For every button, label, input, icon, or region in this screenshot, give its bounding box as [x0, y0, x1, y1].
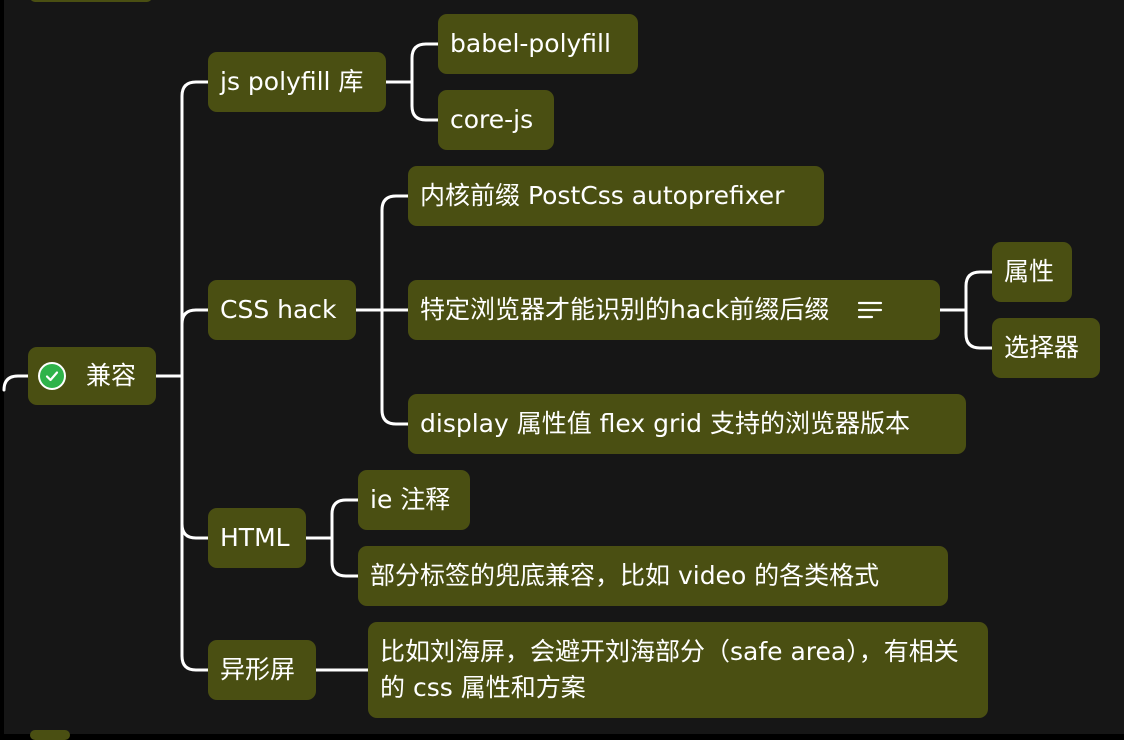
node-label: 内核前缀 PostCss autoprefixer — [420, 181, 785, 210]
node-label: core-js — [450, 105, 534, 134]
node-label: display 属性值 flex grid 支持的浏览器版本 — [420, 409, 911, 438]
connector-hack-children — [938, 270, 994, 350]
connector-root-incoming — [2, 374, 30, 392]
root-node[interactable]: 兼容 — [28, 347, 156, 405]
branch-js-polyfill[interactable]: js polyfill 库 — [208, 52, 386, 112]
notes-icon[interactable] — [857, 300, 883, 320]
node-tag-fallback[interactable]: 部分标签的兜底兼容，比如 video 的各类格式 — [358, 546, 948, 606]
root-label: 兼容 — [86, 361, 137, 390]
node-core-js[interactable]: core-js — [438, 90, 554, 150]
branch-css-hack[interactable]: CSS hack — [208, 280, 356, 340]
node-ie-comment[interactable]: ie 注释 — [358, 470, 470, 530]
offscreen-node-top — [30, 0, 152, 2]
connector-to-css-hack — [180, 308, 210, 326]
connector-css-children — [354, 194, 410, 426]
offscreen-node-bottom — [30, 730, 70, 740]
check-circle-icon — [38, 362, 66, 390]
node-label: 比如刘海屏，会避开刘海部分（safe area），有相关的 css 属性和方案 — [380, 637, 959, 702]
node-attribute[interactable]: 属性 — [992, 242, 1072, 302]
branch-html[interactable]: HTML — [208, 508, 306, 568]
node-kernel-prefix[interactable]: 内核前缀 PostCss autoprefixer — [408, 166, 824, 226]
node-label: 部分标签的兜底兼容，比如 video 的各类格式 — [370, 561, 880, 590]
node-label: 属性 — [1004, 257, 1055, 286]
branch-label: 异形屏 — [220, 655, 296, 684]
branch-notch-screen[interactable]: 异形屏 — [208, 640, 316, 700]
connector-root-trunk — [180, 80, 210, 672]
connector-js-children — [384, 42, 440, 122]
node-label: babel-polyfill — [450, 29, 611, 58]
node-babel-polyfill[interactable]: babel-polyfill — [438, 14, 638, 74]
node-notch-description[interactable]: 比如刘海屏，会避开刘海部分（safe area），有相关的 css 属性和方案 — [368, 622, 988, 718]
connector-html-children — [304, 498, 360, 578]
connector-to-html — [180, 522, 210, 540]
mindmap-canvas — [4, 0, 1124, 734]
branch-label: HTML — [220, 523, 290, 552]
node-label: ie 注释 — [370, 485, 451, 514]
branch-label: js polyfill 库 — [220, 67, 364, 96]
branch-label: CSS hack — [220, 295, 337, 324]
node-hack-prefix-suffix[interactable]: 特定浏览器才能识别的hack前缀后缀 — [408, 280, 940, 340]
node-display-support[interactable]: display 属性值 flex grid 支持的浏览器版本 — [408, 394, 966, 454]
node-label: 选择器 — [1004, 333, 1080, 362]
node-label: 特定浏览器才能识别的hack前缀后缀 — [420, 295, 830, 324]
node-selector[interactable]: 选择器 — [992, 318, 1100, 378]
